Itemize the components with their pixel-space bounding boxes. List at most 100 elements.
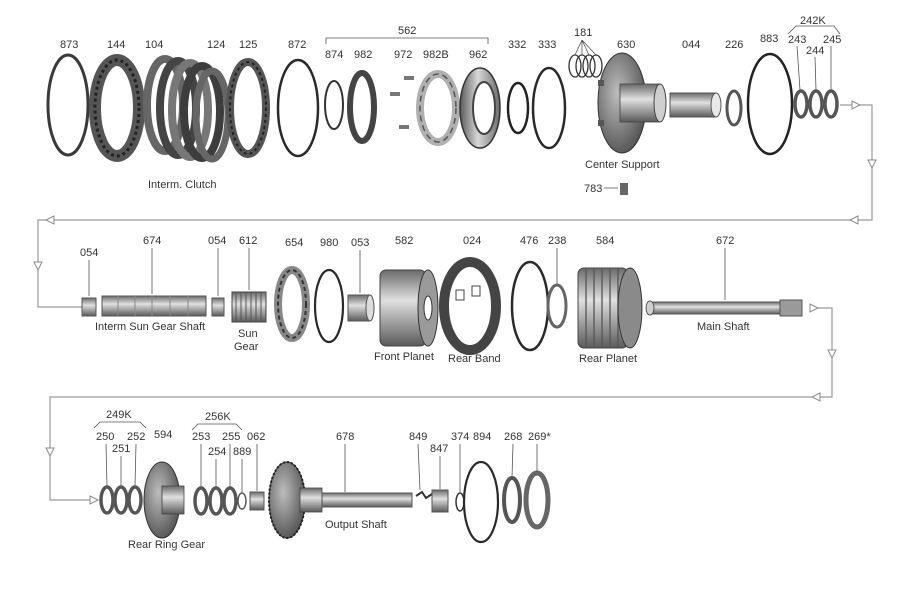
callout-024: 024	[463, 235, 481, 247]
part-054-bushing-left	[81, 297, 97, 317]
callout-872: 872	[288, 39, 306, 51]
part-847-bushing	[431, 489, 449, 513]
part-053-bushing	[347, 294, 375, 322]
part-144-clutch-plate	[89, 54, 145, 162]
callout-144: 144	[107, 39, 125, 51]
label-gear: Gear	[234, 341, 259, 353]
callout-269: 269*	[528, 431, 551, 443]
part-674-interm-sun-gear-shaft	[101, 295, 207, 317]
callout-253: 253	[192, 431, 210, 443]
callout-250: 250	[96, 431, 114, 443]
label-output-shaft: Output Shaft	[325, 519, 387, 531]
callout-054-right: 054	[208, 235, 226, 247]
callout-672: 672	[716, 235, 734, 247]
label-rear-ring-gear: Rear Ring Gear	[128, 539, 205, 551]
part-104-124-interm-clutch-pack	[143, 55, 232, 163]
part-980-ring	[313, 268, 345, 344]
callout-476: 476	[520, 235, 538, 247]
label-main-shaft: Main Shaft	[697, 321, 750, 333]
callout-584: 584	[596, 235, 614, 247]
callout-333: 333	[538, 39, 556, 51]
row1-callouts: 873 144 104 124 125 872 562 874 982 972 …	[60, 15, 841, 195]
part-678-output-shaft	[268, 461, 413, 539]
label-interm-sun-gear-shaft: Interm Sun Gear Shaft	[95, 321, 205, 333]
row2-callouts: 054 674 054 612 654 980 053 582 024 476 …	[80, 235, 750, 365]
part-584-rear-planet	[577, 267, 643, 349]
part-872-snap-ring	[276, 58, 320, 158]
label-front-planet: Front Planet	[374, 351, 434, 363]
callout-874: 874	[325, 49, 343, 61]
callout-256k: 256K	[205, 411, 231, 423]
part-243-245-bearing-set	[793, 89, 839, 119]
part-374-ring	[455, 492, 465, 512]
part-181-rings	[568, 39, 603, 78]
part-062-bushing	[249, 491, 265, 511]
part-783-bolt	[604, 183, 628, 195]
callout-982b: 982B	[423, 49, 449, 61]
part-054-bushing-right	[211, 297, 225, 317]
part-024-rear-band	[439, 257, 501, 355]
callout-883: 883	[760, 33, 778, 45]
callout-244: 244	[806, 45, 824, 57]
callout-238: 238	[548, 235, 566, 247]
callout-674: 674	[143, 235, 161, 247]
callout-630: 630	[617, 39, 635, 51]
part-612-sun-gear	[231, 291, 267, 323]
callout-374: 374	[451, 431, 469, 443]
part-594-rear-ring-gear	[143, 461, 185, 539]
callout-972: 972	[394, 49, 412, 61]
part-226-washer	[725, 89, 743, 127]
row3-callouts: 249K 250 251 252 594 256K 253 254 255 88…	[93, 409, 551, 551]
part-333-seal	[531, 66, 567, 150]
part-972-pins	[390, 76, 414, 129]
bracket-562	[325, 37, 489, 44]
part-238-washer	[546, 283, 568, 329]
part-672-main-shaft	[645, 299, 803, 317]
callout-582: 582	[395, 235, 413, 247]
callout-678: 678	[336, 431, 354, 443]
callout-982: 982	[354, 49, 372, 61]
part-630-center-support	[597, 52, 667, 154]
part-654-sprag	[274, 266, 310, 342]
callout-268: 268	[504, 431, 522, 443]
part-044-sleeve	[669, 92, 722, 118]
callout-255: 255	[222, 431, 240, 443]
callout-249k: 249K	[106, 409, 132, 421]
part-874-ring	[324, 80, 344, 130]
callout-889: 889	[233, 446, 251, 458]
part-889-ring	[237, 492, 247, 510]
part-269-washer	[523, 470, 551, 530]
part-982b-spring-ring	[416, 70, 460, 146]
callout-062: 062	[247, 431, 265, 443]
callout-181: 181	[574, 27, 592, 39]
bracket-242k	[787, 25, 841, 35]
callout-894: 894	[473, 431, 491, 443]
callout-254: 254	[208, 446, 226, 458]
callout-594: 594	[154, 429, 172, 441]
callout-245: 245	[823, 34, 841, 46]
part-250-252-bearing-set	[99, 485, 143, 515]
part-982-ring	[347, 70, 377, 144]
callout-654: 654	[285, 237, 303, 249]
part-582-front-planet	[379, 269, 439, 347]
part-332-seal	[506, 81, 530, 135]
callout-243: 243	[788, 34, 806, 46]
callout-242k: 242K	[800, 15, 826, 27]
callout-251: 251	[112, 443, 130, 455]
part-849-spring-clip	[415, 490, 433, 500]
part-476-snap-ring	[510, 260, 550, 352]
label-rear-band: Rear Band	[448, 353, 501, 365]
bracket-249k	[93, 421, 147, 429]
label-interm-clutch: Interm. Clutch	[148, 179, 216, 191]
callout-980: 980	[320, 237, 338, 249]
part-962-piston	[459, 67, 501, 149]
callout-849: 849	[409, 431, 427, 443]
callout-847: 847	[430, 443, 448, 455]
part-125-clutch-plate	[226, 58, 270, 158]
label-center-support: Center Support	[585, 159, 660, 171]
part-894-snap-ring	[462, 460, 500, 544]
bracket-256k	[191, 423, 243, 431]
callout-252: 252	[127, 431, 145, 443]
label-rear-planet: Rear Planet	[579, 353, 637, 365]
